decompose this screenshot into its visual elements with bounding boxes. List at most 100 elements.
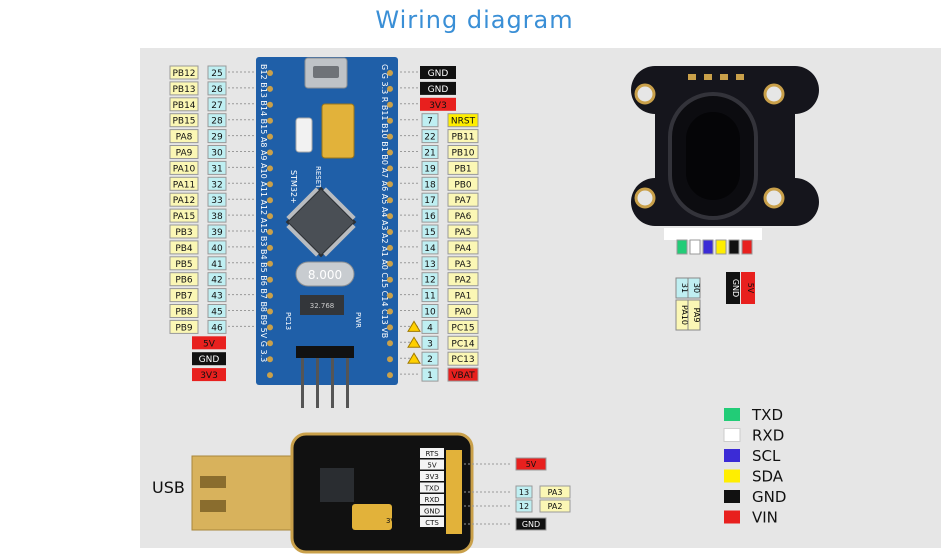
pin-hole-icon <box>267 324 273 331</box>
right-pin-name: VBAT <box>451 371 475 381</box>
right-pin-number: 1 <box>427 371 433 381</box>
right-pin-name-box <box>447 272 479 287</box>
usb-header-pin-label: GND <box>424 508 440 516</box>
left-pin-name: PB8 <box>175 308 193 318</box>
pin-hole-icon <box>267 372 273 379</box>
left-pin-number: 38 <box>211 212 223 222</box>
sensor-pin-30: 30 <box>692 283 701 293</box>
usb-connection-number-box <box>515 499 533 513</box>
right-power-label: GND <box>428 85 449 95</box>
right-pin-number: 7 <box>427 117 433 127</box>
legend-label: VIN <box>752 509 778 527</box>
left-pin-name: PB3 <box>175 228 192 238</box>
usb-header-pin-label: CTS <box>425 519 439 527</box>
left-pin-name-box <box>169 304 199 318</box>
left-pin-name: PA11 <box>173 180 195 190</box>
left-pin-name: PA10 <box>173 164 196 174</box>
right-pin-name-box <box>447 319 479 334</box>
right-pin-name: PA7 <box>455 196 472 206</box>
right-pin-number: 2 <box>427 355 433 365</box>
micro-usb-opening <box>313 66 339 78</box>
board-reset-label: RESET <box>314 166 322 189</box>
pin-hole-icon <box>267 276 273 283</box>
right-pin-name-box <box>447 145 479 159</box>
usb-connection-box <box>539 499 571 513</box>
sensor-pin-pa10: PA10 <box>680 305 689 325</box>
pin-hole-icon <box>267 117 273 124</box>
pin-hole-icon <box>387 165 393 172</box>
pin-hole-icon <box>387 149 393 156</box>
right-pin-number-box <box>421 224 439 239</box>
sensor-pin-31: 31 <box>680 283 689 293</box>
usb-header-pin-label: 5V <box>427 462 436 470</box>
left-pin-number: 39 <box>211 228 223 238</box>
left-pin-number-box <box>207 81 227 96</box>
right-power-box <box>420 66 456 79</box>
left-power-label: 5V <box>203 339 216 349</box>
left-pin-name: PB7 <box>175 292 192 302</box>
left-pin-number: 46 <box>211 323 223 333</box>
usb-header-pin-box <box>420 517 444 527</box>
left-pin-name-box <box>169 113 199 128</box>
board-left-header-text: B12 B13 B14 B15 A8 A9 A10 A11 A12 A15 B3… <box>259 64 268 362</box>
right-pin-number-box <box>421 272 439 287</box>
left-pin-name-box <box>169 192 199 207</box>
right-pin-number-box <box>421 145 439 159</box>
right-pin-number: 18 <box>424 180 436 190</box>
usb-connection-box <box>515 517 547 531</box>
reset-button-icon <box>295 117 313 153</box>
left-pin-number-box <box>207 288 227 303</box>
right-pin-name-box <box>447 335 479 350</box>
right-pin-name-box <box>447 129 479 144</box>
right-pin-number: 16 <box>424 212 436 222</box>
board-pin-holes <box>267 70 393 379</box>
right-pin-number: 12 <box>424 276 435 286</box>
adapter-header-icon <box>446 450 462 534</box>
left-pin-name-box <box>169 224 199 239</box>
right-pin-name: PB11 <box>451 133 474 143</box>
sensor-wire-colors <box>676 239 753 255</box>
right-pin-name: PB1 <box>454 164 471 174</box>
right-pin-number: 15 <box>424 228 435 238</box>
left-pin-number: 33 <box>211 196 222 206</box>
pin-hole-icon <box>267 229 273 235</box>
sensor-vin: 5V <box>746 283 755 294</box>
mount-hole-icon <box>763 187 785 209</box>
right-pin-number-box <box>421 208 439 223</box>
sensor-module <box>631 66 819 226</box>
usb-header-pin-label: RTS <box>425 450 439 458</box>
left-pin-number-box <box>207 176 227 191</box>
right-pin-number: 10 <box>424 308 436 318</box>
board-right-header-text: G G 3.3 R B11 B10 B1 B0 A7 A6 A5 A4 A3 A… <box>380 64 389 338</box>
right-pin-number-box <box>421 304 439 318</box>
mount-hole-icon <box>763 83 785 105</box>
left-pin-number: 41 <box>211 260 222 270</box>
usb-connection-label: GND <box>522 520 540 529</box>
pin-hole-icon <box>387 85 393 92</box>
left-pin-name: PB6 <box>175 276 193 286</box>
pin-hole-icon <box>387 356 393 363</box>
left-pin-name: PA15 <box>173 212 195 222</box>
left-pin-name: PA12 <box>173 196 195 206</box>
pin-hole-icon <box>267 340 273 347</box>
right-pin-name-box <box>447 208 479 223</box>
pin-hole-icon <box>387 244 393 251</box>
left-pin-number-box <box>207 97 227 112</box>
right-pin-number-box <box>421 319 439 334</box>
usb-header-pin-label: 3V3 <box>425 473 439 481</box>
right-power-box <box>420 97 456 111</box>
rtc-crystal-icon <box>300 295 344 315</box>
left-pin-name: PA9 <box>176 149 193 159</box>
left-pin-name-box <box>169 288 199 303</box>
right-pin-name-box <box>447 367 479 382</box>
legend-swatch <box>724 408 740 421</box>
warning-icon <box>407 320 421 332</box>
right-pin-number-box <box>421 192 439 207</box>
pin-hole-icon <box>387 372 393 379</box>
left-pin-number: 42 <box>211 276 222 286</box>
sensor-wire-swatch <box>702 239 714 255</box>
right-pin-number-box <box>421 160 439 175</box>
pin-hole-icon <box>267 85 273 92</box>
